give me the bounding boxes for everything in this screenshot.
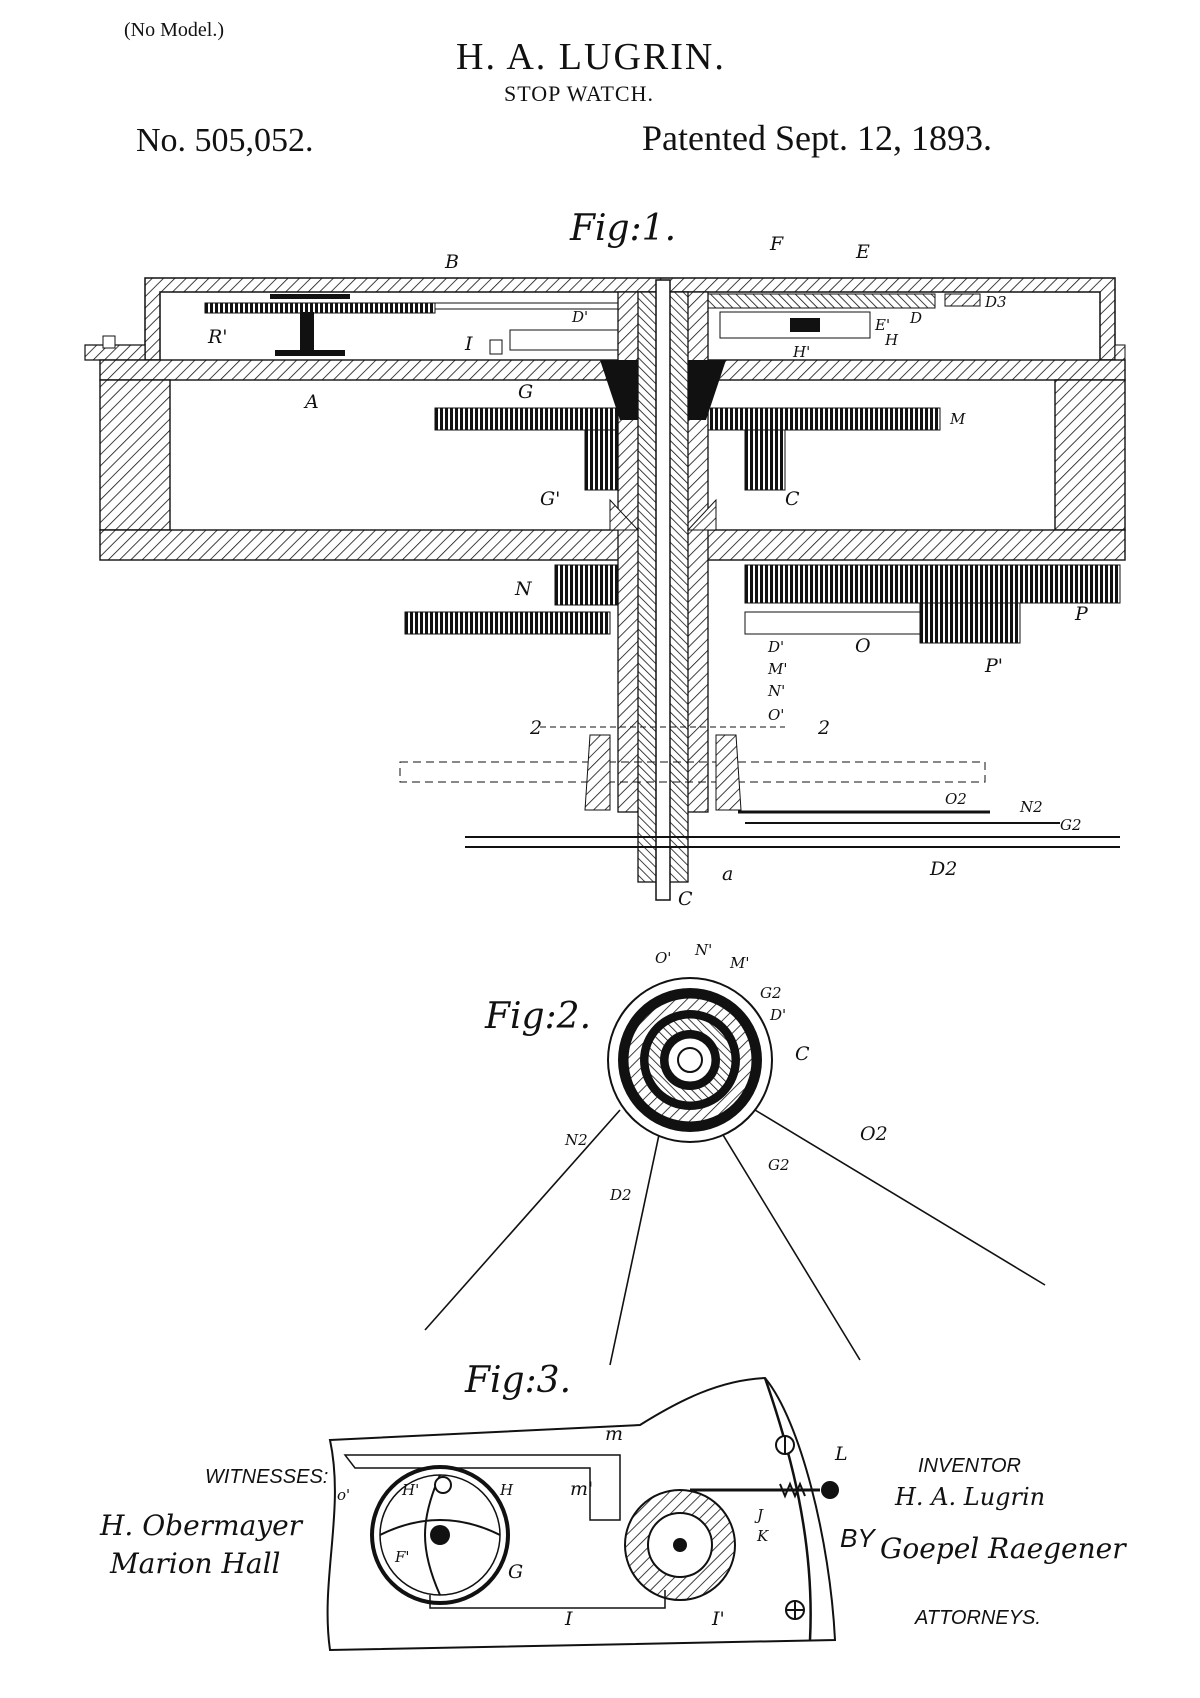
fig1-label-r-prime: R' [207,326,228,348]
fig1-label-d-prime-2: D' [767,638,784,656]
fig1-label-e: E [855,241,870,263]
inventor-label: INVENTOR [918,1455,1021,1477]
figure-3: Fig:3. m L o' H' H m' J K F' [326,1360,848,1652]
fig3-label-m: m [605,1423,623,1445]
fig1-label-m-prime: M' [767,660,787,678]
fig1-label-i: I [464,333,473,355]
fig1-label-2-left: 2 [529,717,542,739]
fig1-label-m: M [949,410,966,428]
fig2-label-n2: N2 [564,1131,588,1149]
fig1-title: Fig:1. [569,208,676,249]
fig3-label-g: G [508,1561,523,1583]
fig1-label-d3: D3 [984,293,1007,311]
fig2-title: Fig:2. [484,996,591,1037]
figure-1: Fig:1. [84,208,1126,910]
fig1-label-h-prime: H' [792,343,810,361]
fig3-label-k: K [756,1527,769,1545]
fig3-label-j: J [754,1506,764,1524]
fig2-label-o2: O2 [860,1123,888,1145]
model-note: (No Model.) [124,19,224,41]
fig1-label-g: G [518,381,533,403]
fig1-label-2-right: 2 [817,717,830,739]
fig1-label-a: A [303,391,319,413]
fig1-label-o: O [855,635,871,657]
fig3-label-i-prime: I' [711,1608,725,1630]
figure-2: Fig:2. O' N' M' G2 D' C N2 O2 D2 G2 [424,941,1046,1366]
fig1-label-p-prime: P' [984,655,1003,677]
fig1-label-d2: D2 [929,858,957,880]
fig2-label-c: C [795,1043,810,1065]
attorneys-label: ATTORNEYS. [915,1607,1041,1629]
fig1-label-b: B [444,251,459,273]
witness-signature-2: Marion Hall [110,1547,281,1580]
witnesses-label: WITNESSES: [205,1466,329,1488]
fig1-label-a-small: a [722,863,733,885]
fig3-label-o-prime: o' [337,1486,350,1504]
fig3-label-h: H [499,1481,514,1499]
fig1-label-n-prime: N' [767,682,785,700]
fig1-label-g-prime: G' [540,488,560,510]
fig1-label-e-prime: E' [874,316,890,334]
fig3-title: Fig:3. [464,1360,571,1401]
fig2-label-d2: D2 [609,1186,632,1204]
fig1-label-n: N [514,578,533,600]
fig1-label-f: F [769,233,784,255]
fig3-label-m-prime: m' [570,1478,593,1500]
by-label: BY [840,1523,875,1553]
fig2-label-g2: G2 [760,984,782,1002]
fig2-label-n-prime: N' [694,941,712,959]
fig3-label-f-prime: F' [394,1548,410,1566]
fig1-label-h: H [884,331,899,349]
fig3-label-i: I [564,1608,573,1630]
fig2-label-g2-lower: G2 [768,1156,790,1174]
witness-signature-1: H. Obermayer [100,1509,303,1542]
fig1-label-c: C [785,488,800,510]
patent-date: Patented Sept. 12, 1893. [642,118,992,158]
fig2-label-m-prime: M' [729,954,749,972]
fig1-label-c-bottom: C [678,888,693,910]
fig2-label-o-prime: O' [655,949,671,967]
fig1-label-d: D [909,309,922,327]
fig3-label-l: L [834,1443,848,1465]
patent-number: No. 505,052. [136,122,314,159]
inventor-name: H. A. LUGRIN. [456,36,726,78]
fig1-label-d-prime: D' [571,308,588,326]
fig1-label-g2: G2 [1060,816,1082,834]
fig1-label-n2: N2 [1019,798,1043,816]
fig1-label-o-prime: O' [768,706,784,724]
fig2-label-d-prime: D' [769,1006,786,1024]
fig1-label-p: P [1074,603,1089,625]
invention-title: STOP WATCH. [504,81,654,106]
inventor-signature: H. A. Lugrin [895,1483,1046,1511]
fig3-label-h-prime: H' [401,1481,419,1499]
attorney-signature: Goepel Raegener [880,1532,1126,1565]
fig1-label-o2: O2 [945,790,967,808]
